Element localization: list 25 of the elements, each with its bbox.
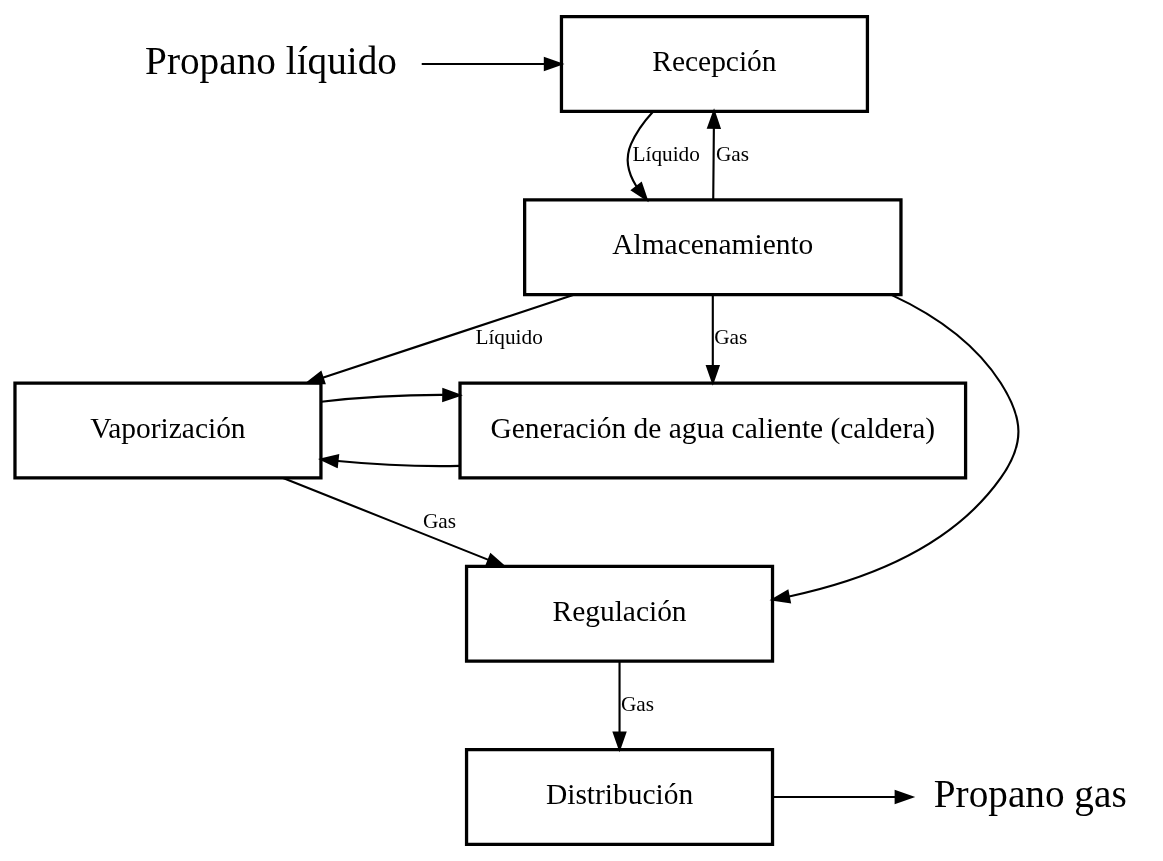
node-box: Almacenamiento [523, 198, 903, 297]
node-box: Regulación [464, 564, 775, 663]
arrow [626, 111, 654, 203]
edge-label: Líquido [475, 325, 543, 350]
edge-label: Gas [714, 325, 748, 350]
node-box: Recepción [559, 14, 870, 114]
node-text: Propano líquido [145, 39, 397, 83]
arrow [318, 453, 460, 469]
arrow [321, 387, 463, 403]
edge-label: Líquido [632, 142, 700, 167]
arrow [769, 293, 1020, 604]
node-text: Propano gas [933, 772, 1127, 816]
node-box: Vaporización [13, 381, 323, 480]
node-box: Generación de agua caliente (caldera) [458, 381, 968, 480]
arrow [612, 661, 627, 753]
arrow [421, 56, 565, 72]
arrow [282, 477, 507, 568]
node-box: Distribución [464, 747, 775, 847]
edge-label: Gas [621, 691, 655, 716]
edge-label: Gas [423, 508, 457, 533]
arrow [706, 108, 722, 200]
edge-label: Gas [715, 142, 749, 167]
arrow [772, 789, 916, 805]
arrow [304, 293, 575, 385]
arrow [705, 294, 721, 386]
